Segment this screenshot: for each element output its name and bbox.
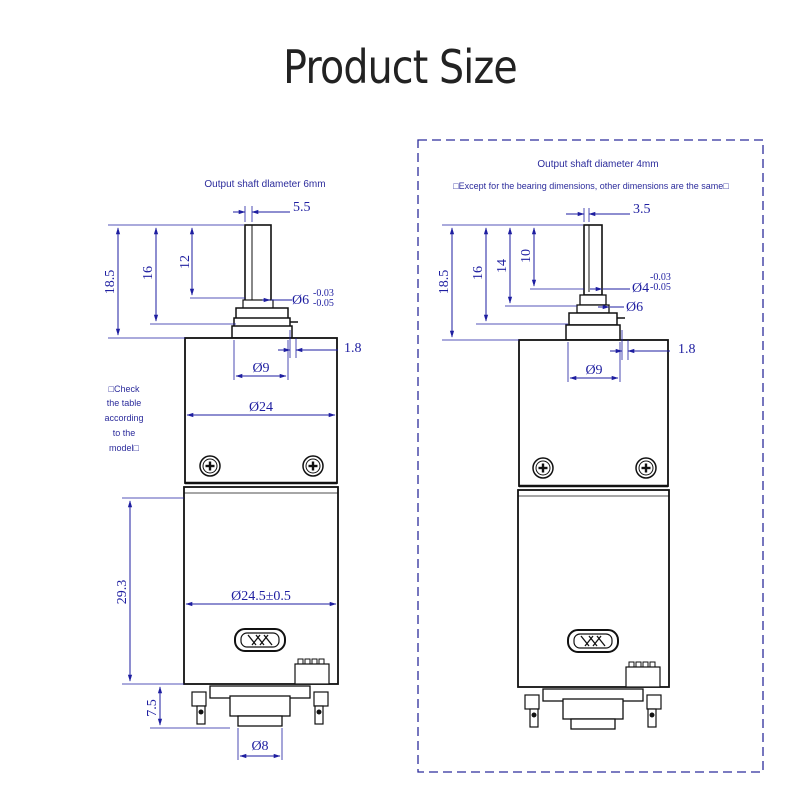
dim-terminal-dia: Ø8 [251, 739, 268, 754]
dim-boss-dia: Ø9 [585, 363, 602, 378]
dim-boss-height: 1.8 [678, 342, 696, 357]
dim-boss-dia: Ø9 [252, 361, 269, 376]
dim-motor-length: 29.3 [115, 580, 130, 605]
dim-bearing-dia: Ø6 [626, 300, 643, 315]
right-subcaption: □Except for the bearing dimensions, othe… [453, 181, 729, 191]
svg-text:to the: to the [113, 428, 136, 438]
svg-text:according: according [104, 413, 143, 423]
terminal-block [524, 688, 662, 730]
terminal-block [191, 685, 329, 727]
screw-icon [634, 456, 658, 480]
bearing [576, 304, 610, 314]
left-drawing: Output shaft dlameter 6mm 5.5 [103, 179, 362, 760]
variant-frame [417, 139, 764, 773]
page-title: Product Size [283, 40, 518, 94]
dim-overall-height: 18.5 [103, 270, 118, 295]
screw-icon [198, 454, 222, 478]
vent-slot-icon [567, 629, 619, 653]
dim-shaft-height: 16 [141, 266, 156, 280]
dim-overall-height: 18.5 [437, 270, 452, 295]
dim-shaft-flat: 3.5 [633, 202, 651, 217]
dim-shaft-tol-upper: -0.03 [313, 288, 334, 299]
dim-gearbox-dia: Ø24 [249, 400, 273, 415]
svg-text:model□: model□ [109, 443, 140, 453]
dim-bearing-height: 14 [495, 259, 510, 273]
output-shaft [583, 224, 603, 296]
dim-terminal-height: 7.5 [145, 699, 160, 717]
dim-shaft-tol-lower: -0.05 [313, 298, 334, 309]
svg-text:□Check: □Check [109, 384, 140, 394]
dim-flat-length: 12 [178, 255, 193, 269]
output-shaft [244, 224, 272, 308]
dim-shaft-dia: Ø4 [632, 281, 649, 296]
motor-body [183, 486, 339, 685]
screw-icon [301, 454, 325, 478]
right-drawing: Output shaft diameter 4mm □Except for th… [417, 139, 764, 773]
dim-motor-dia: Ø24.5±0.5 [231, 589, 291, 604]
screw-icon [531, 456, 555, 480]
vent-slot-icon [234, 628, 286, 652]
dim-shaft-tol-upper: -0.03 [650, 272, 671, 283]
dim-shaft-dia: Ø6 [292, 293, 309, 308]
dim-flat-length: 10 [519, 249, 534, 263]
model-note: □Check the table according to the model□ [104, 384, 143, 453]
left-caption: Output shaft dlameter 6mm [204, 179, 325, 190]
dim-shaft-height: 16 [471, 266, 486, 280]
dim-boss-height: 1.8 [344, 341, 362, 356]
motor-body [517, 489, 670, 688]
dim-shaft-flat: 5.5 [293, 200, 311, 215]
right-caption: Output shaft diameter 4mm [537, 159, 658, 170]
svg-text:the table: the table [107, 398, 142, 408]
dim-shaft-tol-lower: -0.05 [650, 282, 671, 293]
